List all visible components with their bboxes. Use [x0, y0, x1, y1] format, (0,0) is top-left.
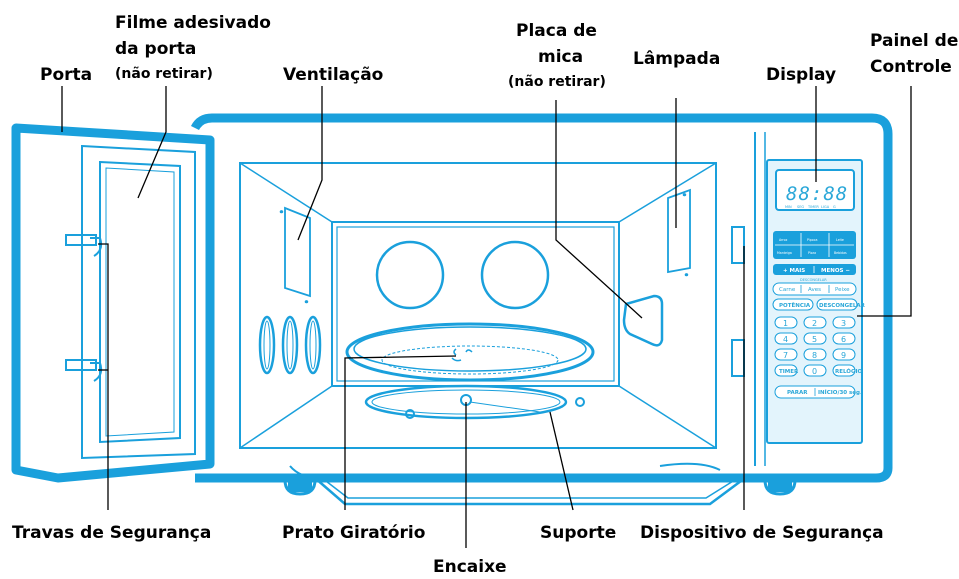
lamp-panel: ⚭ ⚭ — [667, 188, 691, 278]
menu-btn-bebidas[interactable]: Bebidas — [834, 251, 847, 255]
key-2[interactable] — [803, 316, 827, 329]
key-5-label: 5 — [812, 335, 817, 344]
label-ventilacao: Ventilação — [283, 65, 383, 85]
leader-lines — [61, 86, 912, 548]
label-painel-line1: Painel de — [870, 31, 958, 51]
relogio-label: RELÓGIO — [835, 368, 863, 375]
descongelar-title: DESCONGELAR — [800, 278, 827, 282]
descongelar-options[interactable] — [772, 282, 857, 296]
key-7[interactable] — [774, 348, 798, 361]
left-foot — [288, 482, 312, 492]
iniciar-button[interactable]: INÍCIO/30 seg. — [818, 388, 862, 396]
key-6-label: 6 — [841, 335, 846, 344]
label-placa-line1: Placa de — [516, 21, 597, 41]
label-encaixe: Encaixe — [433, 557, 507, 577]
key-2-label: 2 — [812, 319, 817, 328]
key-1-label: 1 — [783, 319, 788, 328]
label-filme-line3: (não retirar) — [115, 66, 213, 82]
key-0-label: 0 — [812, 367, 817, 376]
svg-text:G: G — [833, 205, 836, 209]
label-lampada: Lâmpada — [633, 49, 720, 69]
label-prato: Prato Giratório — [282, 523, 425, 543]
key-4-label: 4 — [783, 335, 788, 344]
svg-text:⚭: ⚭ — [280, 210, 283, 214]
potencia-label: POTÊNCIA — [779, 301, 811, 309]
mica-plate — [622, 294, 664, 347]
safety-device-slots — [731, 226, 745, 377]
svg-text:MIN: MIN — [785, 205, 792, 209]
key-1[interactable] — [774, 316, 798, 329]
key-3-label: 3 — [841, 319, 846, 328]
menu-btn-arroz[interactable]: Arroz — [779, 238, 788, 242]
parar-button[interactable]: PARAR — [787, 390, 808, 396]
keypad — [774, 316, 856, 377]
display-indicators: MIN SEG TIMER LIGA G — [785, 205, 836, 209]
svg-text:TIMER: TIMER — [807, 205, 819, 209]
descongelar-label: DESCONGELAR — [819, 303, 866, 309]
key-0[interactable] — [803, 364, 827, 377]
key-8-label: 8 — [812, 351, 817, 360]
menu-btn-pipoca[interactable]: Pipoca — [807, 238, 817, 242]
svg-text:LIGA: LIGA — [821, 205, 830, 209]
label-display: Display — [766, 65, 836, 85]
microwave-body — [190, 113, 893, 506]
label-suporte: Suporte — [540, 523, 616, 543]
control-panel: 88:88 MIN SEG TIMER LIGA G Arroz Pipoca … — [766, 159, 866, 444]
descongelar-aves[interactable]: Aves — [808, 287, 821, 293]
label-dispositivo: Dispositivo de Segurança — [640, 523, 884, 543]
label-porta: Porta — [40, 65, 92, 85]
svg-text:SEG: SEG — [797, 205, 804, 209]
key-5[interactable] — [803, 332, 827, 345]
menu-btn-leite[interactable]: Leite — [836, 238, 844, 242]
key-4[interactable] — [774, 332, 798, 345]
key-6[interactable] — [832, 332, 856, 345]
right-foot — [768, 482, 792, 492]
descongelar-button[interactable] — [816, 298, 858, 311]
key-9[interactable] — [832, 348, 856, 361]
relogio-button[interactable] — [832, 364, 856, 377]
label-travas: Travas de Segurança — [12, 523, 211, 543]
label-filme-line2: da porta — [115, 39, 196, 59]
label-placa-line2: mica — [538, 47, 583, 67]
svg-text:⚭: ⚭ — [685, 273, 688, 277]
key-7-label: 7 — [783, 351, 788, 360]
roller-support — [364, 384, 585, 420]
svg-text:⚭: ⚭ — [683, 193, 686, 197]
turntable-plate — [345, 322, 595, 382]
side-vents — [258, 315, 322, 375]
key-3[interactable] — [832, 316, 856, 329]
display-readout: 88:88 — [786, 183, 848, 205]
descongelar-peixe[interactable]: Peixe — [835, 287, 850, 293]
mais-button[interactable]: + MAIS — [783, 268, 805, 274]
descongelar-carne[interactable]: Carne — [779, 287, 796, 293]
svg-text:⚭: ⚭ — [305, 300, 308, 304]
door — [11, 123, 215, 483]
key-9-label: 9 — [841, 351, 846, 360]
menos-button[interactable]: MENOS − — [821, 268, 850, 274]
ventilation-panel: ⚭ ⚭ — [279, 206, 311, 305]
timer-label: TIMER — [779, 369, 799, 375]
timer-button[interactable] — [774, 364, 798, 377]
label-painel-line2: Controle — [870, 57, 952, 77]
key-8[interactable] — [803, 348, 827, 361]
menu-btn-manteiga[interactable]: Manteiga — [777, 251, 792, 255]
mais-menos-bar — [773, 264, 856, 275]
display-screen — [775, 169, 855, 211]
label-filme-line1: Filme adesivado — [115, 13, 271, 33]
menu-btn-pizza[interactable]: Pizza — [808, 251, 816, 255]
label-placa-line3: (não retirar) — [508, 74, 606, 90]
potencia-button[interactable] — [772, 298, 814, 311]
